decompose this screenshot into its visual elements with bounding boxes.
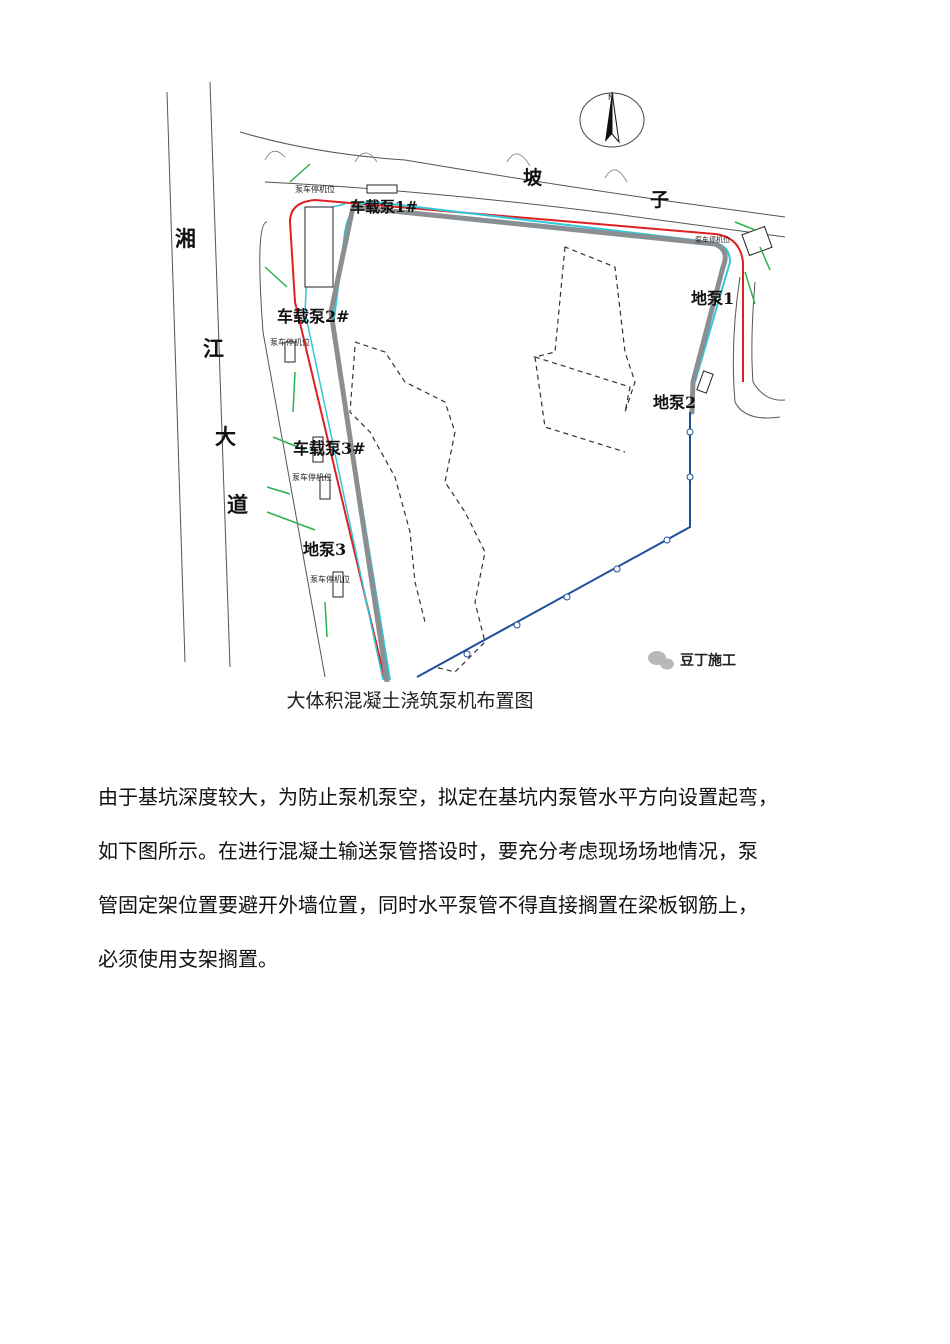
svg-text:坡: 坡 <box>523 166 543 189</box>
gray-pump-pipe <box>328 204 728 682</box>
road-top-name: 坡 子 <box>523 166 669 211</box>
cyan-line <box>331 200 732 681</box>
blue-pump-pipe <box>416 412 691 678</box>
paragraph-line: 管固定架位置要避开外墙位置，同时水平泵管不得直接搁置在梁板钢筋上， <box>98 893 758 917</box>
pump-label-truck-3: 车载泵3# <box>293 439 366 458</box>
parking-label-3: 泵车停机位 <box>292 472 332 482</box>
pump-label-truck-2: 车载泵2# <box>277 307 350 326</box>
north-arrow-icon <box>579 91 645 148</box>
body-paragraph: 由于基坑深度较大，为防止泵机泵空，拟定在基坑内泵管水平方向设置起弯， 如下图所示… <box>98 770 858 986</box>
pump-layout-figure: N <box>155 82 795 682</box>
paragraph-line: 由于基坑深度较大，为防止泵机泵空，拟定在基坑内泵管水平方向设置起弯， <box>98 785 778 809</box>
north-label: N <box>608 93 614 102</box>
parking-label-1: 泵车停机位 <box>295 184 335 194</box>
building-outline <box>354 246 636 673</box>
red-boundary-line <box>288 198 744 681</box>
flow-arrows <box>264 163 771 638</box>
blue-pipe-nodes <box>463 428 694 658</box>
pump-label-ground-1: 地泵1 <box>691 289 734 308</box>
svg-text:江: 江 <box>203 336 224 361</box>
wechat-icon <box>648 651 674 670</box>
svg-text:子: 子 <box>650 189 669 211</box>
pump-label-truck-1: 车载泵1# <box>350 198 418 216</box>
pump-label-ground-2: 地泵2 <box>653 393 696 412</box>
parking-label-2: 泵车停机位 <box>270 337 310 347</box>
figure-caption: 大体积混凝土浇筑泵机布置图 <box>286 690 534 712</box>
paragraph-line: 必须使用支架搁置。 <box>98 947 278 971</box>
pump-trucks <box>284 184 773 598</box>
svg-text:湘: 湘 <box>175 226 196 251</box>
parking-label-5: 泵车停机位 <box>695 235 730 244</box>
svg-text:豆丁施工: 豆丁施工 <box>680 652 736 669</box>
paragraph-line: 如下图所示。在进行混凝土输送泵管搭设时，要充分考虑现场场地情况，泵 <box>98 839 758 863</box>
watermark: 豆丁施工 <box>648 651 736 670</box>
road-left-name: 湘 江 大 道 <box>175 226 248 517</box>
road-lines <box>166 82 786 678</box>
svg-text:大: 大 <box>215 424 236 449</box>
curb-arcs <box>264 150 628 183</box>
building-outline-2 <box>349 346 626 623</box>
parking-label-4: 泵车停机位 <box>310 574 350 584</box>
svg-text:道: 道 <box>227 492 248 517</box>
pump-label-ground-3: 地泵3 <box>303 540 346 559</box>
